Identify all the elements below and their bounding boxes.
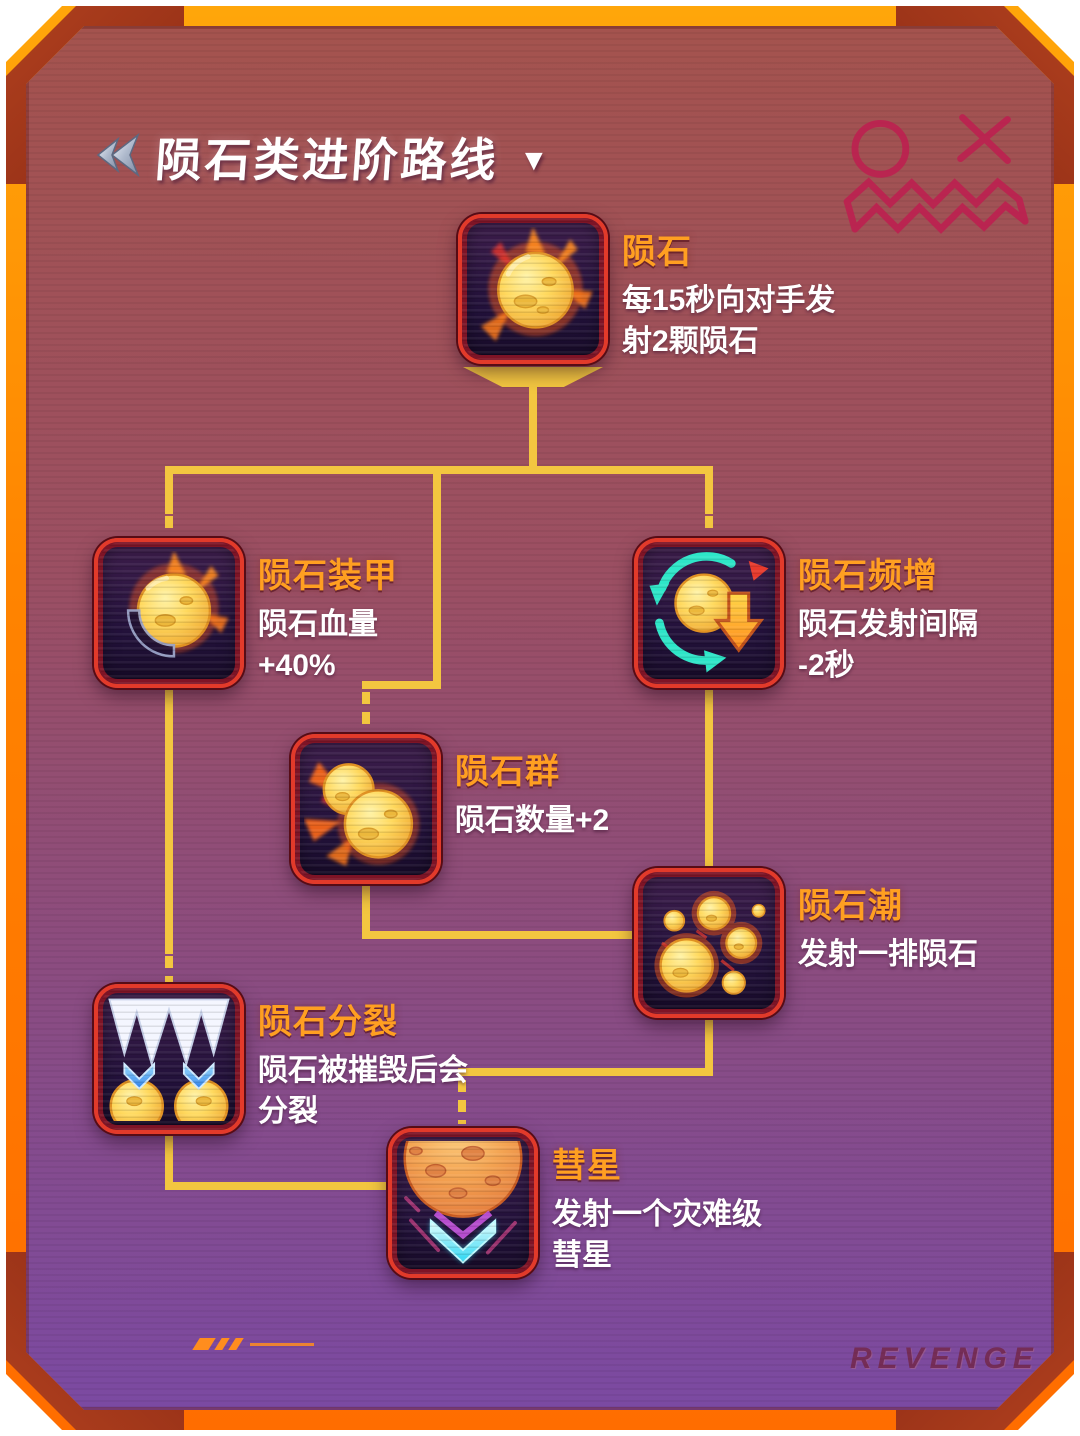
node-desc-line: 陨石数量+2	[455, 804, 610, 837]
node-title: 彗星	[552, 1147, 622, 1185]
connector-split-dashed	[165, 956, 173, 982]
node-desc-line: -2秒	[798, 648, 855, 682]
meteor-tide-icon[interactable]	[634, 868, 784, 1018]
connector-split-to-comet	[165, 1182, 392, 1190]
revenge-watermark: REVENGE	[850, 1342, 1039, 1375]
double-chevron-icon	[90, 131, 142, 184]
connector-mid-jog	[362, 681, 441, 689]
meteor-split-icon[interactable]	[94, 984, 244, 1134]
connector-right-drop-dashed	[705, 516, 713, 538]
node-desc-line: 彗星	[552, 1238, 612, 1272]
node-desc-line: 陨石被摧毁后会	[258, 1054, 468, 1087]
section-header[interactable]: 陨石类进阶路线 ▼	[90, 124, 549, 190]
node-title: 陨石潮	[798, 887, 903, 925]
node-desc-line: 每15秒向对手发	[622, 284, 836, 317]
node-desc-line: +40%	[258, 648, 336, 682]
connector-mid-drop	[433, 466, 441, 689]
connector-tide-down	[705, 1016, 713, 1076]
meteor-frequency-icon[interactable]	[634, 538, 784, 688]
collapse-arrow-icon[interactable]: ▼	[519, 144, 549, 177]
meteor-icon[interactable]	[458, 214, 608, 364]
bottom-left-decoration	[192, 1338, 314, 1350]
node-desc-line: 分裂	[258, 1094, 318, 1128]
node-title: 陨石频增	[798, 557, 938, 595]
connector-base	[463, 367, 603, 387]
node-desc-line: 发射一排陨石	[798, 938, 978, 971]
connector-root-drop	[529, 385, 537, 470]
connector-armor-to-split	[165, 686, 173, 954]
node-desc-line: 发射一个灾难级	[552, 1198, 762, 1231]
meteor-swarm-icon[interactable]	[291, 734, 441, 884]
comet-icon[interactable]	[388, 1128, 538, 1278]
node-title: 陨石群	[455, 753, 560, 791]
page-title: 陨石类进阶路线	[153, 134, 501, 186]
connector-left-drop	[165, 466, 173, 514]
node-title: 陨石	[622, 233, 692, 271]
node-desc-line: 射2颗陨石	[622, 324, 759, 358]
node-title: 陨石装甲	[258, 557, 398, 595]
meteor-armor-icon[interactable]	[94, 538, 244, 688]
connector-split-down	[165, 1132, 173, 1190]
connector-swarm-dashed	[362, 692, 370, 732]
connector-right-drop	[705, 466, 713, 514]
node-desc-line: 陨石发射间隔	[798, 608, 978, 641]
node-title: 陨石分裂	[258, 1003, 398, 1041]
connector-comet-dashed	[458, 1080, 466, 1124]
node-desc-line: 陨石血量	[258, 608, 378, 641]
connector-tide-to-comet	[458, 1068, 713, 1076]
connector-frequency-to-tide	[705, 686, 713, 870]
connector-swarm-to-tide	[362, 931, 634, 939]
doodle-face	[832, 98, 1050, 279]
connector-left-drop-dashed	[165, 516, 173, 538]
connector-swarm-down	[362, 882, 370, 939]
